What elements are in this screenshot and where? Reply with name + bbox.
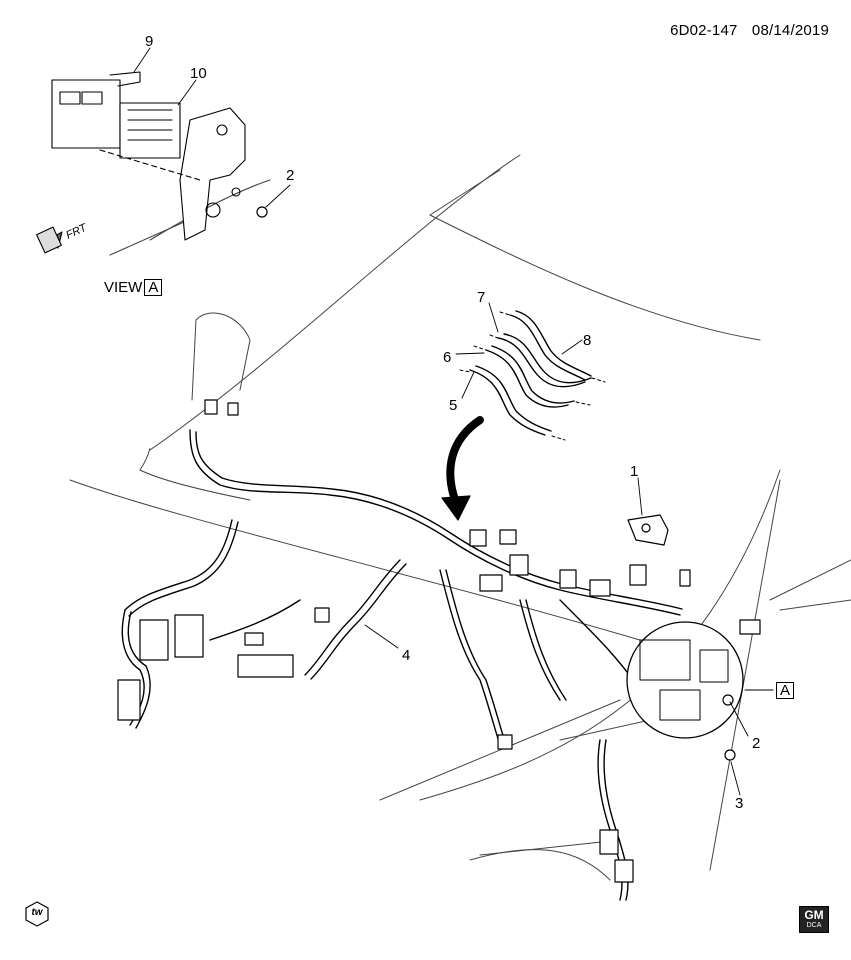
hexagon-icon: [25, 901, 49, 927]
connector: [499, 529, 517, 545]
callout-numbers: 1 2 2 3 4 5 6 7 8 9 10: [145, 33, 760, 812]
part-1-bracket: [627, 514, 669, 546]
callout-8: 8: [583, 332, 591, 349]
diagram-id: 6D02-147: [670, 22, 738, 39]
callout-4: 4: [402, 647, 410, 664]
connector: [117, 679, 141, 721]
detail-view-circle: [626, 621, 774, 739]
vehicle-body-outline: [69, 154, 851, 881]
bolt-view-a: [256, 206, 268, 218]
gm-logo-text: GM: [804, 908, 824, 922]
fuse-block-connector: [174, 614, 204, 658]
callout-3: 3: [735, 795, 743, 812]
callout-10: 10: [190, 65, 207, 82]
connector: [559, 569, 577, 589]
connector: [679, 569, 691, 587]
view-label: VIEW A: [104, 279, 163, 296]
view-reference-box: A: [774, 682, 795, 699]
connector: [479, 574, 503, 592]
tw-badge-text: tw: [31, 907, 43, 918]
fuse-block-connector: [139, 619, 169, 661]
gm-logo-subtext: DCA: [806, 922, 822, 929]
view-reference-letter: A: [776, 682, 795, 699]
harness-6: [485, 349, 569, 408]
bolt-part-2: [722, 694, 734, 706]
module-9: [51, 79, 121, 149]
callout-9: 9: [145, 33, 153, 50]
jumper-harnesses: [459, 310, 606, 441]
main-harness: [121, 429, 683, 901]
front-direction-label: FRT: [64, 221, 89, 241]
connector: [497, 734, 513, 750]
leader-lines: [133, 47, 749, 796]
curved-arrow-icon: [441, 416, 484, 521]
connector: [589, 579, 611, 597]
harness-connectors: [117, 399, 761, 883]
large-connector: [237, 654, 294, 678]
callout-5: 5: [449, 397, 457, 414]
gm-logo: GM DCA: [799, 906, 829, 933]
callout-7: 7: [477, 289, 485, 306]
connector: [204, 399, 218, 415]
harness-8: [509, 314, 586, 381]
callout-2: 2: [752, 735, 760, 752]
connector: [244, 632, 264, 646]
diagram-header: 6D02-147 08/14/2019: [660, 22, 829, 39]
connector: [629, 564, 647, 586]
connector: [599, 829, 619, 855]
callout-6: 6: [443, 349, 451, 366]
view-a-inset: [36, 71, 271, 256]
connector: [614, 859, 634, 883]
view-label-text: VIEW: [104, 279, 143, 296]
harness-5: [469, 369, 546, 436]
bolts: [256, 206, 736, 761]
connector: [739, 619, 761, 635]
tw-badge: tw: [24, 901, 50, 927]
diagram-date: 08/14/2019: [751, 22, 829, 39]
bolt-part-3: [724, 749, 736, 761]
connector: [314, 607, 330, 623]
callout-1: 1: [630, 463, 638, 480]
connector: [227, 402, 239, 416]
view-letter-box: A: [144, 279, 163, 296]
connector: [509, 554, 529, 576]
callout-2-view-a: 2: [286, 167, 294, 184]
harness-7: [497, 337, 586, 388]
connector: [469, 529, 487, 547]
